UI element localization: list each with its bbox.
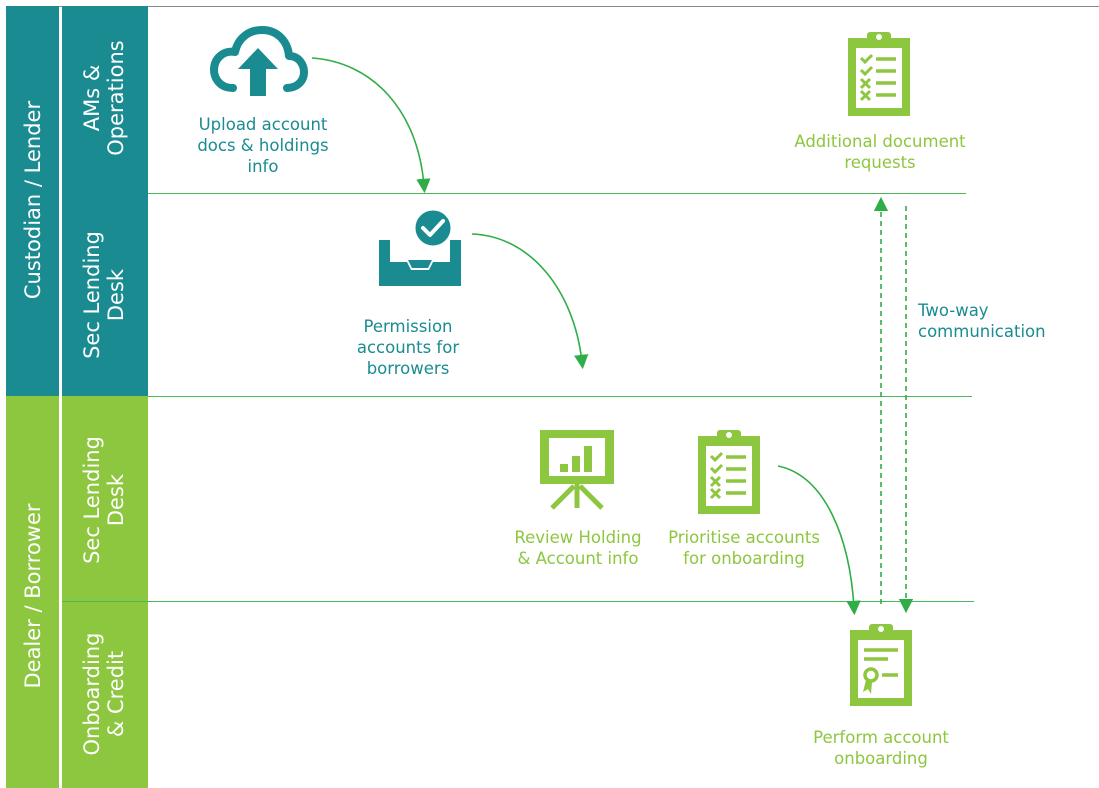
step-label-upload-line-3: info [247, 157, 279, 176]
arrow-upload-to-permission [311, 57, 431, 194]
step-label-upload-line-2: docs & holdings [197, 136, 329, 155]
annotation-two-way-line-1: Two-way [918, 301, 989, 320]
lane-band-sec-lending-custodian [62, 193, 148, 396]
step-label-upload: Upload account docs & holdings info [178, 114, 348, 177]
annotation-two-way-line-2: communication [918, 322, 1046, 341]
step-label-perform: Perform account onboarding [796, 727, 966, 769]
checklist-clipboard-icon-additional [844, 28, 914, 122]
step-label-prioritise: Prioritise accounts for onboarding [656, 527, 832, 569]
dealer-group-band [6, 396, 59, 788]
step-label-prioritise-line-1: Prioritise accounts [668, 528, 820, 547]
lane-band-onboarding-credit [62, 601, 148, 788]
annotation-two-way: Two-way communication [918, 300, 1068, 342]
step-label-additional-line-1: Additional document [794, 132, 966, 151]
cloud-upload-icon [206, 24, 310, 104]
step-label-perform-line-2: onboarding [834, 749, 928, 768]
step-label-perform-line-1: Perform account [813, 728, 949, 747]
checklist-clipboard-icon-prioritise [694, 426, 764, 520]
step-label-permission-line-2: accounts for [356, 338, 460, 357]
arrow-prioritise-to-perform [777, 465, 861, 616]
step-label-upload-line-1: Upload account [198, 115, 328, 134]
step-label-review-line-1: Review Holding [514, 528, 642, 547]
step-label-additional: Additional document requests [772, 131, 988, 173]
inbox-check-icon [377, 206, 467, 290]
step-label-permission-line-3: borrowers [366, 359, 450, 378]
lane-band-ams-ops [62, 6, 148, 193]
frame-top-line [6, 6, 1099, 7]
lane-band-sec-lending-dealer [62, 396, 148, 601]
presentation-chart-icon [536, 426, 618, 514]
arrow-permission-to-review [471, 233, 589, 370]
lane-divider-2 [148, 396, 972, 397]
lane-divider-3 [62, 601, 974, 602]
certificate-clipboard-icon [846, 620, 916, 712]
step-label-review-line-2: & Account info [517, 549, 639, 568]
custodian-group-band [6, 6, 59, 396]
step-label-review: Review Holding & Account info [498, 527, 658, 569]
step-label-permission-line-1: Permission [363, 317, 453, 336]
step-label-additional-line-2: requests [844, 153, 916, 172]
step-label-prioritise-line-2: for onboarding [683, 549, 805, 568]
lane-divider-1 [148, 193, 966, 194]
step-label-permission: Permission accounts for borrowers [338, 316, 478, 379]
